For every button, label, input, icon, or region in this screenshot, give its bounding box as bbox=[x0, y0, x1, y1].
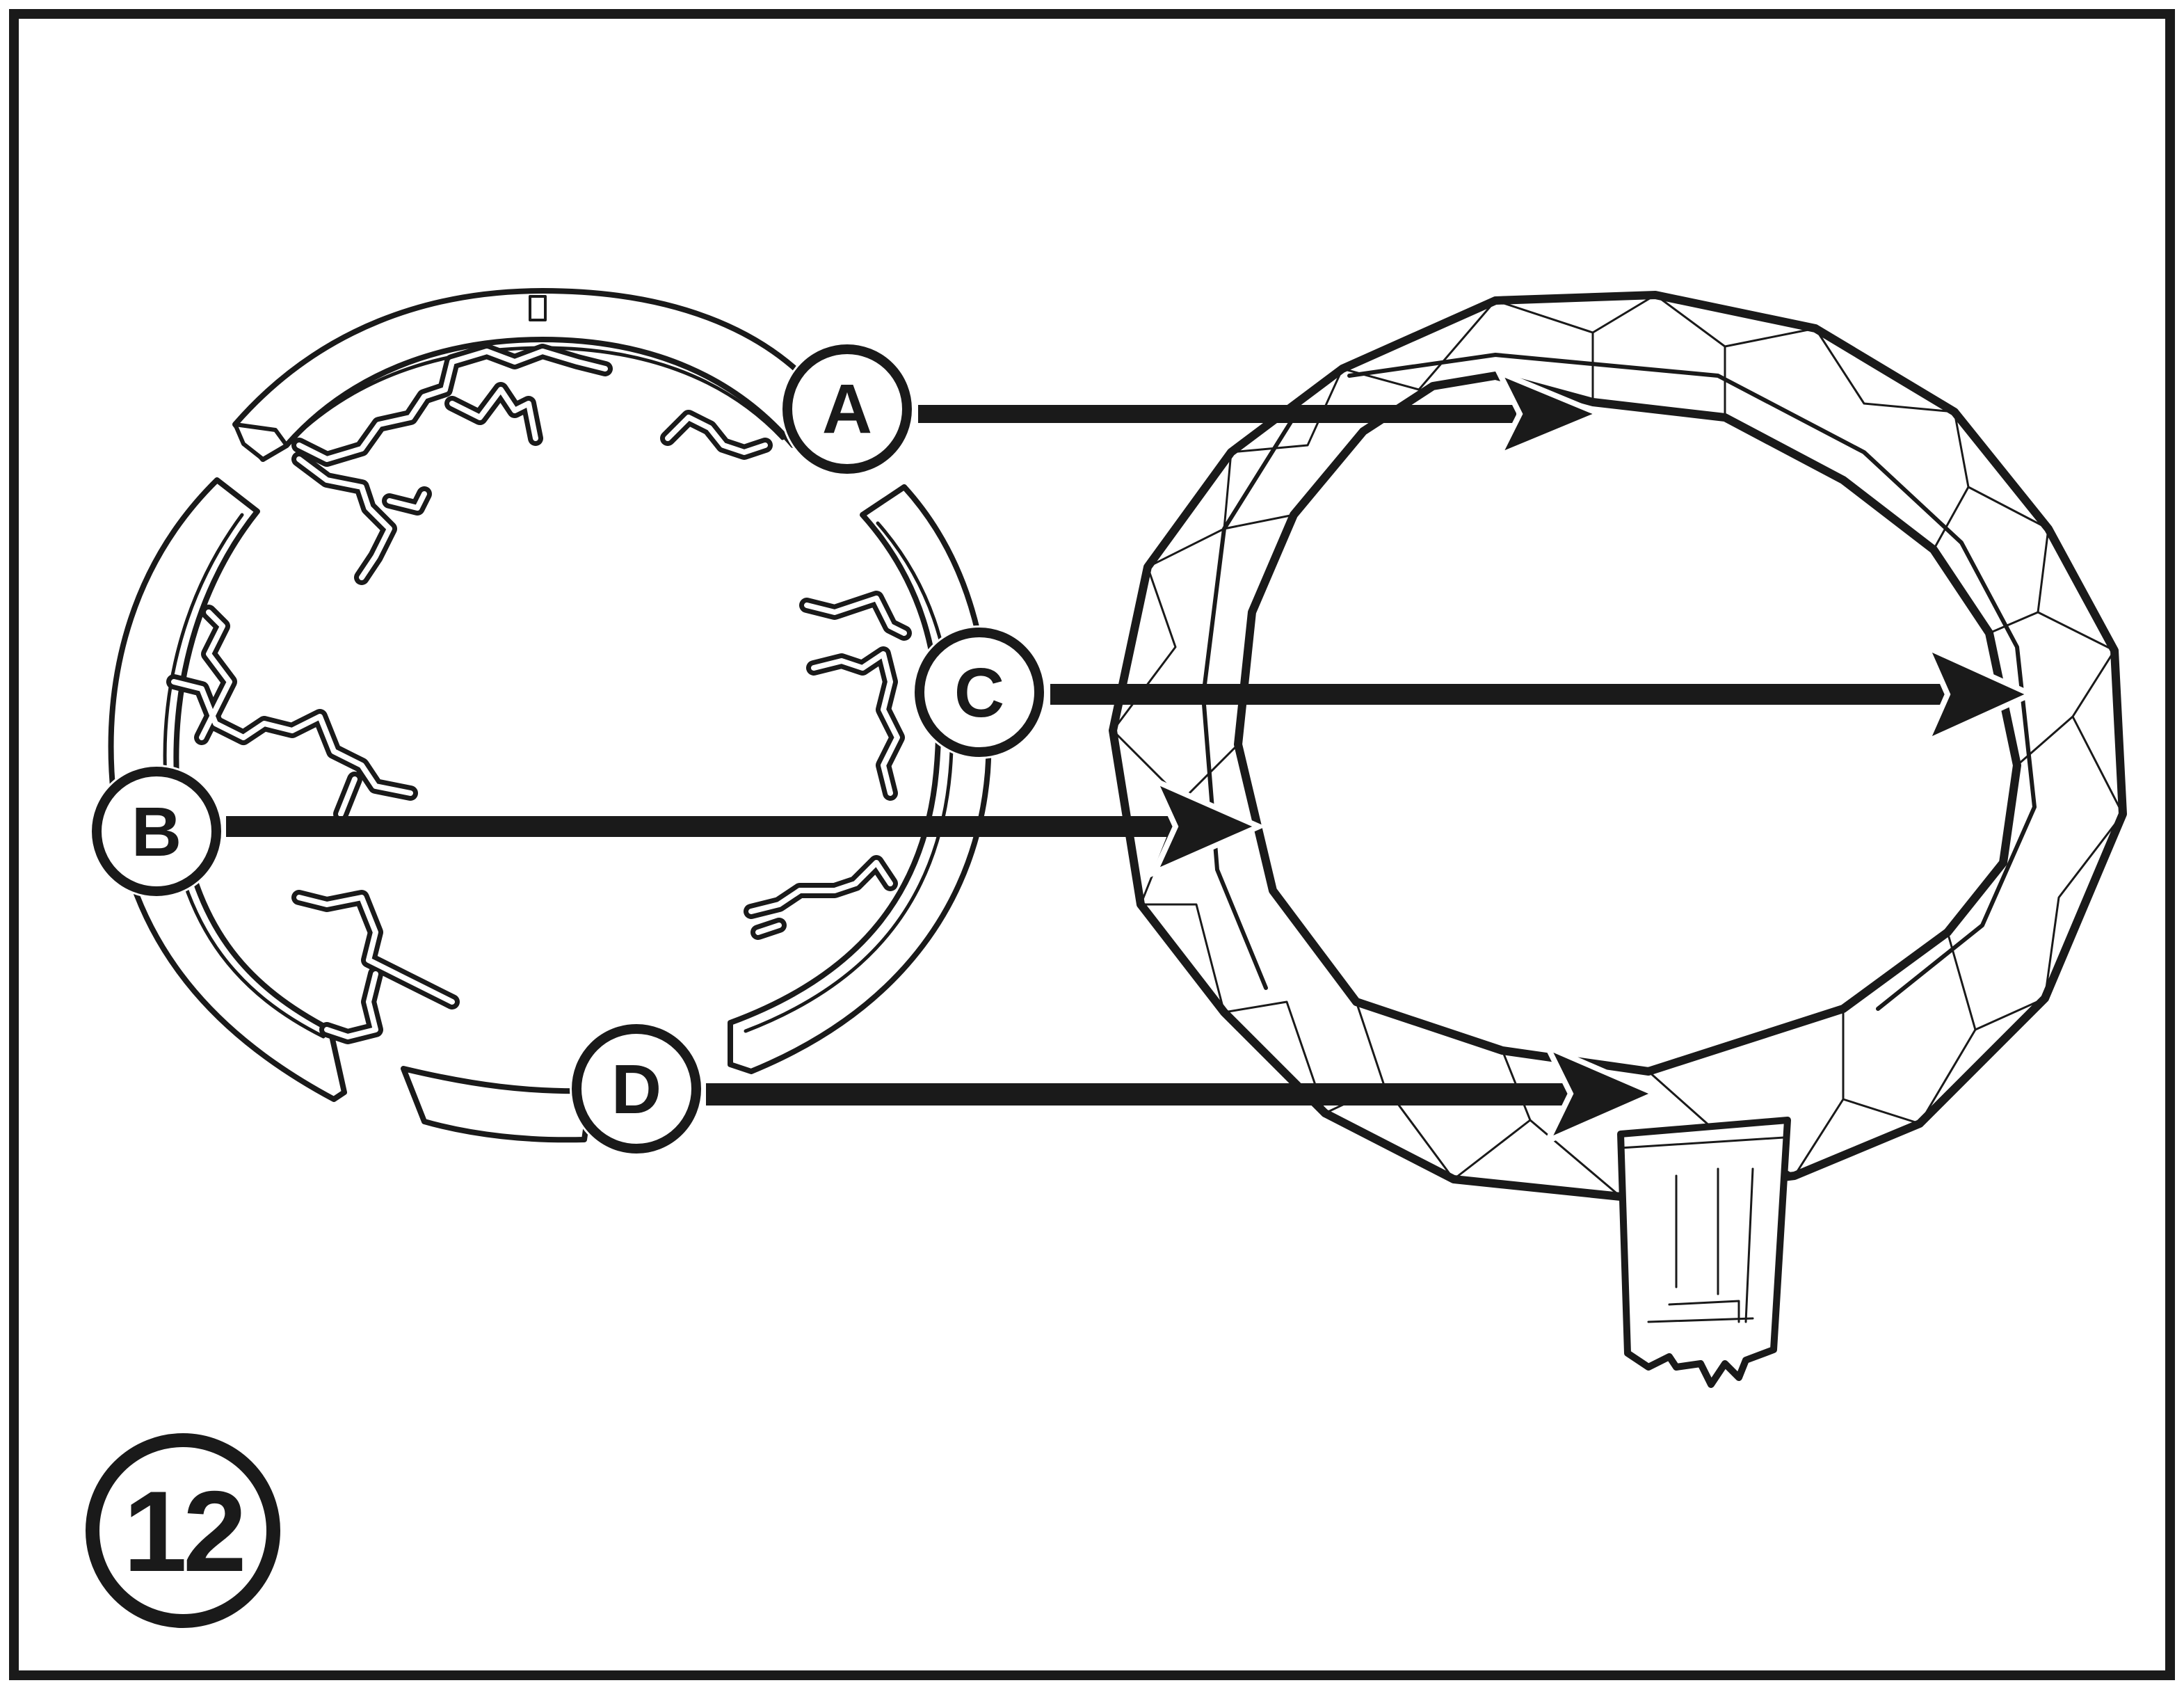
callout-a: A bbox=[787, 349, 907, 469]
callout-d-label: D bbox=[611, 1051, 661, 1128]
callout-c: C bbox=[920, 632, 1039, 752]
callout-a-label: A bbox=[822, 370, 872, 448]
callout-b: B bbox=[97, 772, 216, 891]
panel-frame bbox=[14, 14, 2170, 1675]
frame-outer-contour bbox=[1113, 295, 2123, 1197]
ring-tab-marker bbox=[530, 296, 545, 320]
frame-stand bbox=[1621, 1120, 1788, 1384]
arrow-c bbox=[1050, 647, 2031, 742]
arrow-a bbox=[918, 372, 1600, 456]
callout-c-label: C bbox=[954, 654, 1004, 732]
arrow-d bbox=[706, 1047, 1655, 1141]
faceted-ring-frame bbox=[1113, 295, 2123, 1384]
crack-lines-inner bbox=[174, 351, 904, 1037]
step-number-badge: 12 bbox=[93, 1440, 273, 1621]
ring-segment-bottom bbox=[403, 1069, 591, 1140]
assembly-arrows bbox=[226, 372, 2031, 1141]
frame-inner-rim bbox=[1203, 355, 2034, 1009]
crack-lines bbox=[174, 351, 904, 1037]
callout-b-label: B bbox=[131, 793, 182, 871]
step-number: 12 bbox=[123, 1467, 243, 1595]
callout-d: D bbox=[577, 1029, 696, 1149]
frame-inner-contour bbox=[1238, 376, 2017, 1071]
